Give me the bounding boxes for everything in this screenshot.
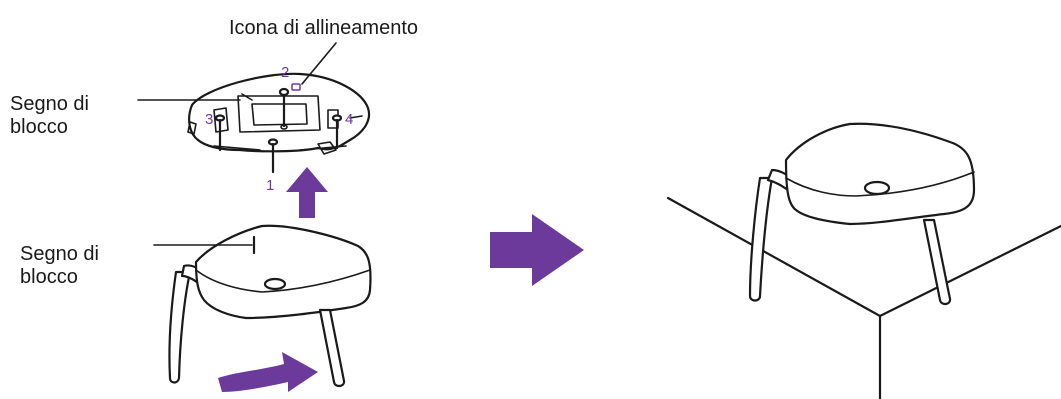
lock-mark-label-bottom-line2: blocco [20,266,78,288]
mounting-plate [187,72,371,155]
screw-center [278,87,290,130]
lock-mark-label-top-line1: Segno di [10,93,89,115]
lock-mark-label-bottom-line1: Segno di [20,243,99,265]
alignment-mark-icon [291,83,301,91]
right-arrow-icon [490,214,584,286]
screw-number-1: 1 [266,177,274,194]
screw-number-2: 2 [281,64,289,81]
screw-1 [267,138,279,174]
rotate-arrow-icon [218,352,318,392]
up-arrow-icon [286,167,328,218]
device-right [748,122,976,306]
device-left [168,224,372,388]
screw-3 [214,114,226,152]
alignment-icon-label: Icona di allineamento [229,17,418,39]
screw-number-3: 3 [205,111,213,128]
alignment-leader-line [301,42,337,85]
ceiling-corner [666,196,1061,399]
screw-number-4: 4 [345,111,353,128]
lock-mark-label-top-line2: blocco [10,116,68,138]
screw-4 [331,114,343,150]
plate-lock-mark-icon [241,93,253,101]
